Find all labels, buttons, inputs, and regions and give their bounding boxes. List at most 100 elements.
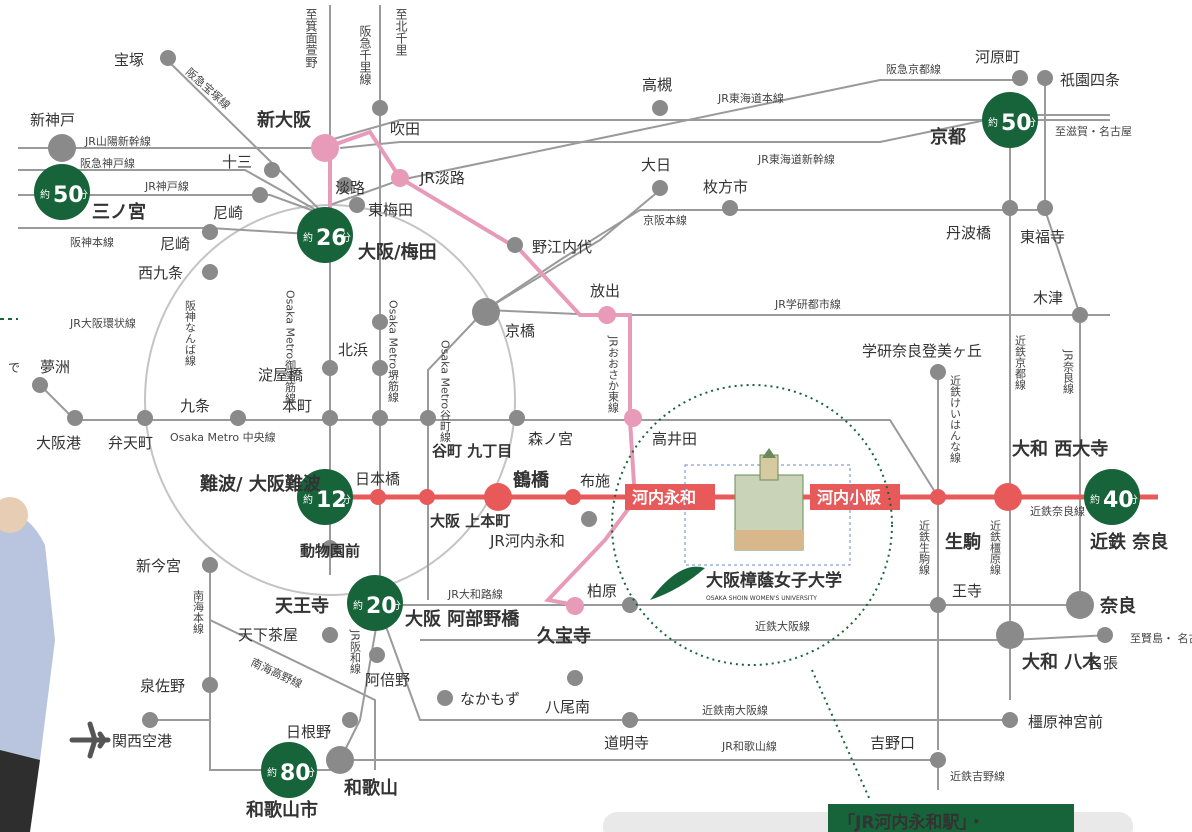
station-label[interactable]: 大日 bbox=[641, 156, 671, 174]
station-label[interactable]: 生駒 bbox=[945, 531, 981, 553]
station-label[interactable]: 泉佐野 bbox=[140, 677, 185, 695]
station-node[interactable] bbox=[202, 557, 218, 573]
station-node[interactable] bbox=[1002, 712, 1018, 728]
station-label[interactable]: 谷町 九丁目 bbox=[432, 442, 512, 460]
station-label[interactable]: 動物園前 bbox=[300, 542, 360, 560]
station-label[interactable]: 阿倍野 bbox=[365, 671, 410, 689]
station-label[interactable]: 大阪/梅田 bbox=[358, 241, 437, 263]
station-label[interactable]: 十三 bbox=[222, 153, 252, 171]
station-node[interactable] bbox=[1002, 200, 1018, 216]
station-node[interactable] bbox=[32, 377, 48, 393]
station-label[interactable]: JR河内永和 bbox=[489, 532, 565, 550]
station-node[interactable] bbox=[337, 177, 353, 193]
station-label[interactable]: 本町 bbox=[282, 397, 312, 415]
station-node[interactable] bbox=[1037, 200, 1053, 216]
station-label[interactable]: 吉野口 bbox=[870, 734, 915, 752]
station-node[interactable] bbox=[322, 360, 338, 376]
station-node[interactable] bbox=[137, 410, 153, 426]
station-label[interactable]: 東梅田 bbox=[368, 201, 413, 219]
station-node[interactable] bbox=[322, 410, 338, 426]
station-label[interactable]: 大和 八木 bbox=[1022, 651, 1101, 673]
station-label[interactable]: 夢洲 bbox=[40, 358, 70, 376]
station-label[interactable]: 淀屋橋 bbox=[258, 366, 303, 384]
station-node[interactable] bbox=[372, 100, 388, 116]
station-node[interactable] bbox=[252, 187, 268, 203]
station-node[interactable] bbox=[369, 647, 385, 663]
station-label[interactable]: 西九条 bbox=[138, 264, 183, 282]
station-label[interactable]: 八尾南 bbox=[545, 698, 590, 716]
station-label[interactable]: 久宝寺 bbox=[537, 625, 591, 647]
station-label[interactable]: 王寺 bbox=[952, 582, 982, 600]
station-label[interactable]: 尼崎 bbox=[160, 235, 190, 253]
station-node[interactable] bbox=[996, 621, 1024, 649]
station-node[interactable] bbox=[509, 410, 525, 426]
station-node[interactable] bbox=[930, 597, 946, 613]
station-node[interactable] bbox=[1097, 627, 1113, 643]
station-label[interactable]: 橿原神宮前 bbox=[1028, 713, 1103, 731]
station-label[interactable]: 柏原 bbox=[587, 582, 617, 600]
station-label[interactable]: 三ノ宮 bbox=[92, 201, 146, 223]
station-node[interactable] bbox=[322, 627, 338, 643]
station-label[interactable]: 吹田 bbox=[390, 120, 420, 138]
station-node[interactable] bbox=[622, 597, 638, 613]
station-label[interactable]: 丹波橋 bbox=[946, 224, 991, 242]
station-label[interactable]: 大阪 阿部野橋 bbox=[405, 608, 520, 630]
station-label[interactable]: 天王寺 bbox=[275, 596, 329, 617]
station-node[interactable] bbox=[622, 712, 638, 728]
station-kawachikosaka-label[interactable]: 河内小阪 bbox=[817, 488, 882, 507]
station-label[interactable]: 大和 西大寺 bbox=[1012, 438, 1108, 460]
station-label[interactable]: 難波/ 大阪難波 bbox=[200, 473, 322, 495]
station-label[interactable]: 京橋 bbox=[505, 322, 535, 340]
station-label[interactable]: なかもず bbox=[460, 690, 520, 708]
station-node[interactable] bbox=[372, 410, 388, 426]
station-node[interactable] bbox=[420, 410, 436, 426]
station-label[interactable]: 鶴橋 bbox=[513, 469, 550, 491]
station-node-hanaten[interactable] bbox=[598, 306, 616, 324]
station-node[interactable] bbox=[160, 50, 176, 66]
station-label[interactable]: 日根野 bbox=[286, 723, 331, 741]
station-node[interactable] bbox=[567, 670, 583, 686]
station-label[interactable]: 北浜 bbox=[338, 341, 368, 359]
station-node[interactable] bbox=[372, 360, 388, 376]
station-node[interactable] bbox=[581, 511, 597, 527]
station-label[interactable]: 弁天町 bbox=[108, 434, 153, 452]
station-label[interactable]: 森ノ宮 bbox=[528, 430, 573, 448]
station-label[interactable]: 尼崎 bbox=[213, 204, 243, 222]
station-label[interactable]: 九条 bbox=[180, 397, 210, 415]
station-label[interactable]: 和歌山市 bbox=[246, 799, 318, 821]
station-node[interactable] bbox=[1072, 307, 1088, 323]
station-label[interactable]: 日本橋 bbox=[355, 470, 400, 488]
station-node[interactable] bbox=[930, 752, 946, 768]
station-node[interactable] bbox=[326, 746, 354, 774]
station-label[interactable]: 新今宮 bbox=[136, 557, 181, 575]
station-label[interactable]: 関西空港 bbox=[112, 732, 172, 750]
station-node-nipponbashi[interactable] bbox=[370, 489, 386, 505]
station-node[interactable] bbox=[1012, 70, 1028, 86]
station-label[interactable]: 東福寺 bbox=[1020, 228, 1065, 246]
station-label[interactable]: 枚方市 bbox=[703, 178, 748, 196]
station-label[interactable]: 河原町 bbox=[975, 48, 1020, 66]
station-node[interactable] bbox=[472, 298, 500, 326]
station-label[interactable]: 高槻 bbox=[642, 76, 672, 94]
station-node[interactable] bbox=[507, 237, 523, 253]
station-label[interactable]: 奈良 bbox=[1099, 595, 1136, 617]
station-node-takaida[interactable] bbox=[624, 409, 642, 427]
station-node[interactable] bbox=[67, 410, 83, 426]
station-label[interactable]: 祇園四条 bbox=[1060, 71, 1120, 89]
station-node[interactable] bbox=[930, 364, 946, 380]
station-node[interactable] bbox=[1066, 591, 1094, 619]
station-label[interactable]: 名張 bbox=[1088, 654, 1118, 672]
station-label[interactable]: 新神戸 bbox=[30, 111, 75, 129]
station-label[interactable]: 近鉄 奈良 bbox=[1090, 531, 1168, 553]
station-node[interactable] bbox=[372, 314, 388, 330]
station-node-uehommachi[interactable] bbox=[419, 489, 435, 505]
station-node[interactable] bbox=[322, 540, 338, 556]
station-kawachieiwa-label[interactable]: 河内永和 bbox=[632, 488, 696, 507]
station-label[interactable]: JR淡路 bbox=[419, 169, 465, 187]
station-node-tsuruhashi[interactable] bbox=[484, 483, 512, 511]
station-label[interactable]: 道明寺 bbox=[604, 734, 649, 752]
station-label[interactable]: 布施 bbox=[580, 472, 610, 490]
station-label[interactable]: 木津 bbox=[1033, 289, 1063, 307]
station-node[interactable] bbox=[722, 200, 738, 216]
station-node[interactable] bbox=[437, 690, 453, 706]
